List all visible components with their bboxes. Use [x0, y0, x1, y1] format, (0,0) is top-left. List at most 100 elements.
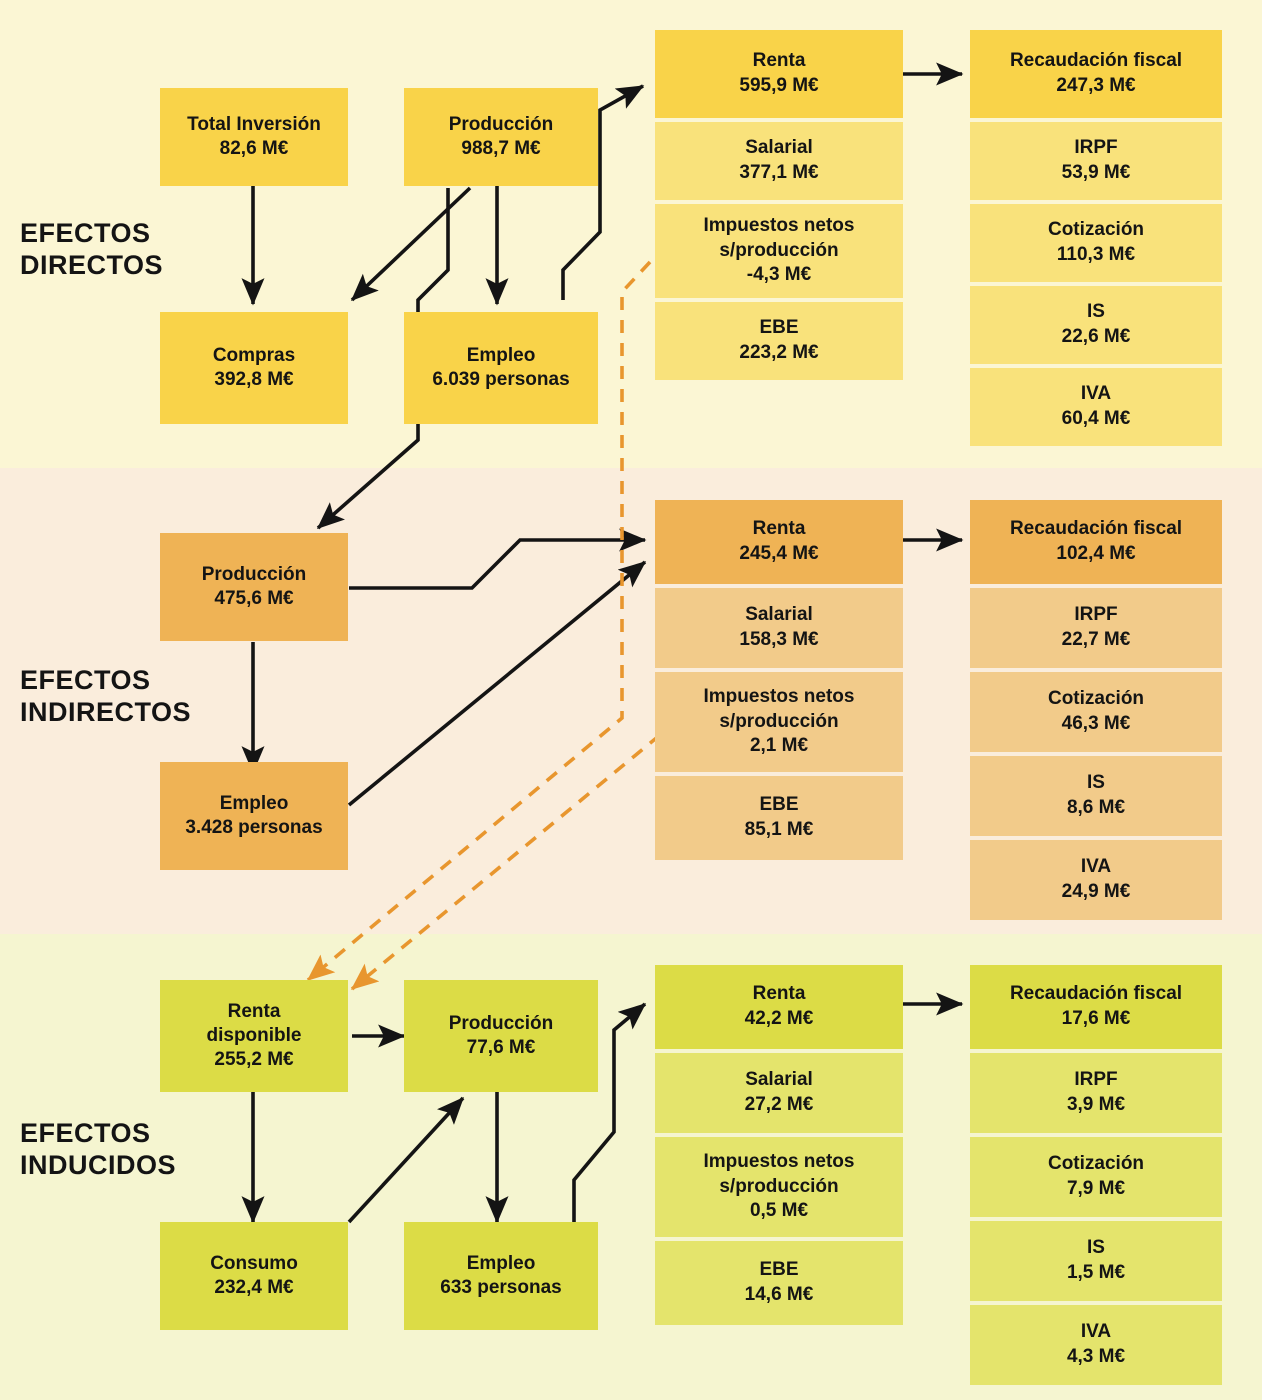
cell-label: IRPF	[1074, 137, 1118, 159]
stack-recaudacion-directa: Recaudación fiscal 247,3 M€ IRPF 53,9 M€…	[970, 30, 1222, 446]
cell-renta[interactable]: Renta 595,9 M€	[655, 30, 903, 118]
cell-value: 42,2 M€	[744, 1008, 814, 1029]
cell-label: Impuestos netos s/producción	[703, 685, 855, 732]
cell-irpf[interactable]: IRPF 3,9 M€	[970, 1053, 1222, 1133]
cell-label: Renta	[752, 518, 806, 540]
node-produccion-indirecta[interactable]: Producción 475,6 M€	[160, 533, 348, 641]
cell-value: 595,9 M€	[739, 75, 819, 96]
cell-ebe[interactable]: EBE 223,2 M€	[655, 302, 903, 380]
cell-value: 4,3 M€	[1066, 1346, 1126, 1367]
cell-recaudacion-fiscal[interactable]: Recaudación fiscal 247,3 M€	[970, 30, 1222, 118]
cell-value: 22,7 M€	[1061, 629, 1131, 650]
node-produccion-directa[interactable]: Producción 988,7 M€	[404, 88, 598, 186]
cell-cotizacion[interactable]: Cotización 110,3 M€	[970, 204, 1222, 282]
cell-value: 22,6 M€	[1061, 326, 1131, 347]
node-empleo-inducido[interactable]: Empleo 633 personas	[404, 1222, 598, 1330]
cell-iva[interactable]: IVA 60,4 M€	[970, 368, 1222, 446]
cell-value: 17,6 M€	[1061, 1008, 1131, 1029]
cell-label: Cotización	[1047, 688, 1145, 710]
cell-recaudacion-fiscal[interactable]: Recaudación fiscal 17,6 M€	[970, 965, 1222, 1049]
cell-value: 247,3 M€	[1056, 75, 1136, 96]
cell-ebe[interactable]: EBE 14,6 M€	[655, 1241, 903, 1325]
node-renta-disponible[interactable]: Renta disponible 255,2 M€	[160, 980, 348, 1092]
cell-label: Recaudación fiscal	[1009, 518, 1183, 540]
cell-value: 3,9 M€	[1066, 1094, 1126, 1115]
cell-ebe[interactable]: EBE 85,1 M€	[655, 776, 903, 860]
cell-cotizacion[interactable]: Cotización 7,9 M€	[970, 1137, 1222, 1217]
node-empleo-indirecto[interactable]: Empleo 3.428 personas	[160, 762, 348, 870]
node-produccion-inducida[interactable]: Producción 77,6 M€	[404, 980, 598, 1092]
cell-value: 60,4 M€	[1061, 408, 1131, 429]
cell-renta[interactable]: Renta 245,4 M€	[655, 500, 903, 584]
node-value: 633 personas	[440, 1277, 562, 1298]
node-total-inversion[interactable]: Total Inversión 82,6 M€	[160, 88, 348, 186]
node-label: Total Inversión	[187, 113, 321, 135]
node-label: Producción	[448, 1012, 554, 1034]
node-label: Empleo	[466, 344, 536, 366]
node-label: Producción	[201, 563, 307, 585]
cell-iva[interactable]: IVA 24,9 M€	[970, 840, 1222, 920]
cell-label: IVA	[1080, 383, 1112, 405]
node-label: Compras	[212, 344, 296, 366]
cell-label: Renta	[752, 50, 806, 72]
cell-salarial[interactable]: Salarial 27,2 M€	[655, 1053, 903, 1133]
cell-is[interactable]: IS 1,5 M€	[970, 1221, 1222, 1301]
node-consumo[interactable]: Consumo 232,4 M€	[160, 1222, 348, 1330]
cell-irpf[interactable]: IRPF 22,7 M€	[970, 588, 1222, 668]
cell-label: Salarial	[745, 137, 813, 159]
cell-label: IRPF	[1074, 1069, 1118, 1091]
node-value: 77,6 M€	[466, 1037, 536, 1058]
cell-value: -4,3 M€	[746, 264, 812, 286]
cell-irpf[interactable]: IRPF 53,9 M€	[970, 122, 1222, 200]
stack-renta-directa: Renta 595,9 M€ Salarial 377,1 M€ Impuest…	[655, 30, 903, 380]
cell-value: 377,1 M€	[739, 162, 819, 183]
cell-value: 110,3 M€	[1056, 244, 1136, 265]
cell-label: IS	[1087, 772, 1105, 794]
cell-impuestos-netos[interactable]: Impuestos netos s/producción 0,5 M€	[655, 1137, 903, 1237]
node-value: 3.428 personas	[185, 817, 323, 838]
stack-renta-inducida: Renta 42,2 M€ Salarial 27,2 M€ Impuestos…	[655, 965, 903, 1325]
section-title-efectos-indirectos: EFECTOS INDIRECTOS	[20, 665, 192, 727]
cell-recaudacion-fiscal[interactable]: Recaudación fiscal 102,4 M€	[970, 500, 1222, 584]
cell-impuestos-netos[interactable]: Impuestos netos s/producción 2,1 M€	[655, 672, 903, 772]
node-empleo-directo[interactable]: Empleo 6.039 personas	[404, 312, 598, 424]
cell-impuestos-netos[interactable]: Impuestos netos s/producción -4,3 M€	[655, 204, 903, 298]
node-value: 392,8 M€	[214, 369, 294, 390]
cell-value: 46,3 M€	[1061, 713, 1131, 734]
node-label: Empleo	[466, 1252, 536, 1274]
cell-renta[interactable]: Renta 42,2 M€	[655, 965, 903, 1049]
node-value: 6.039 personas	[432, 369, 570, 390]
cell-label: Recaudación fiscal	[1009, 983, 1183, 1005]
cell-label: EBE	[759, 317, 799, 339]
cell-is[interactable]: IS 22,6 M€	[970, 286, 1222, 364]
cell-label: Impuestos netos s/producción	[703, 1150, 855, 1197]
cell-value: 223,2 M€	[739, 342, 819, 363]
cell-salarial[interactable]: Salarial 377,1 M€	[655, 122, 903, 200]
cell-label: IS	[1087, 301, 1105, 323]
cell-value: 1,5 M€	[1066, 1262, 1126, 1283]
cell-value: 8,6 M€	[1066, 797, 1126, 818]
cell-value: 24,9 M€	[1061, 881, 1131, 902]
cell-label: Renta	[752, 983, 806, 1005]
section-title-efectos-directos: EFECTOS DIRECTOS	[20, 218, 164, 280]
node-compras[interactable]: Compras 392,8 M€	[160, 312, 348, 424]
cell-is[interactable]: IS 8,6 M€	[970, 756, 1222, 836]
cell-value: 14,6 M€	[744, 1284, 814, 1305]
section-title-efectos-inducidos: EFECTOS INDUCIDOS	[20, 1118, 177, 1180]
node-value: 475,6 M€	[214, 588, 294, 609]
cell-label: Cotización	[1047, 1153, 1145, 1175]
cell-label: Salarial	[745, 1069, 813, 1091]
node-label: Consumo	[210, 1252, 298, 1274]
cell-iva[interactable]: IVA 4,3 M€	[970, 1305, 1222, 1385]
cell-label: Impuestos netos s/producción	[703, 214, 855, 261]
cell-label: Cotización	[1047, 219, 1145, 241]
node-label: Renta disponible	[206, 1000, 302, 1046]
stack-recaudacion-indirecta: Recaudación fiscal 102,4 M€ IRPF 22,7 M€…	[970, 500, 1222, 920]
node-value: 82,6 M€	[219, 138, 289, 159]
cell-value: 245,4 M€	[739, 543, 819, 564]
cell-cotizacion[interactable]: Cotización 46,3 M€	[970, 672, 1222, 752]
cell-salarial[interactable]: Salarial 158,3 M€	[655, 588, 903, 668]
node-label: Empleo	[219, 792, 289, 814]
stack-recaudacion-inducida: Recaudación fiscal 17,6 M€ IRPF 3,9 M€ C…	[970, 965, 1222, 1385]
